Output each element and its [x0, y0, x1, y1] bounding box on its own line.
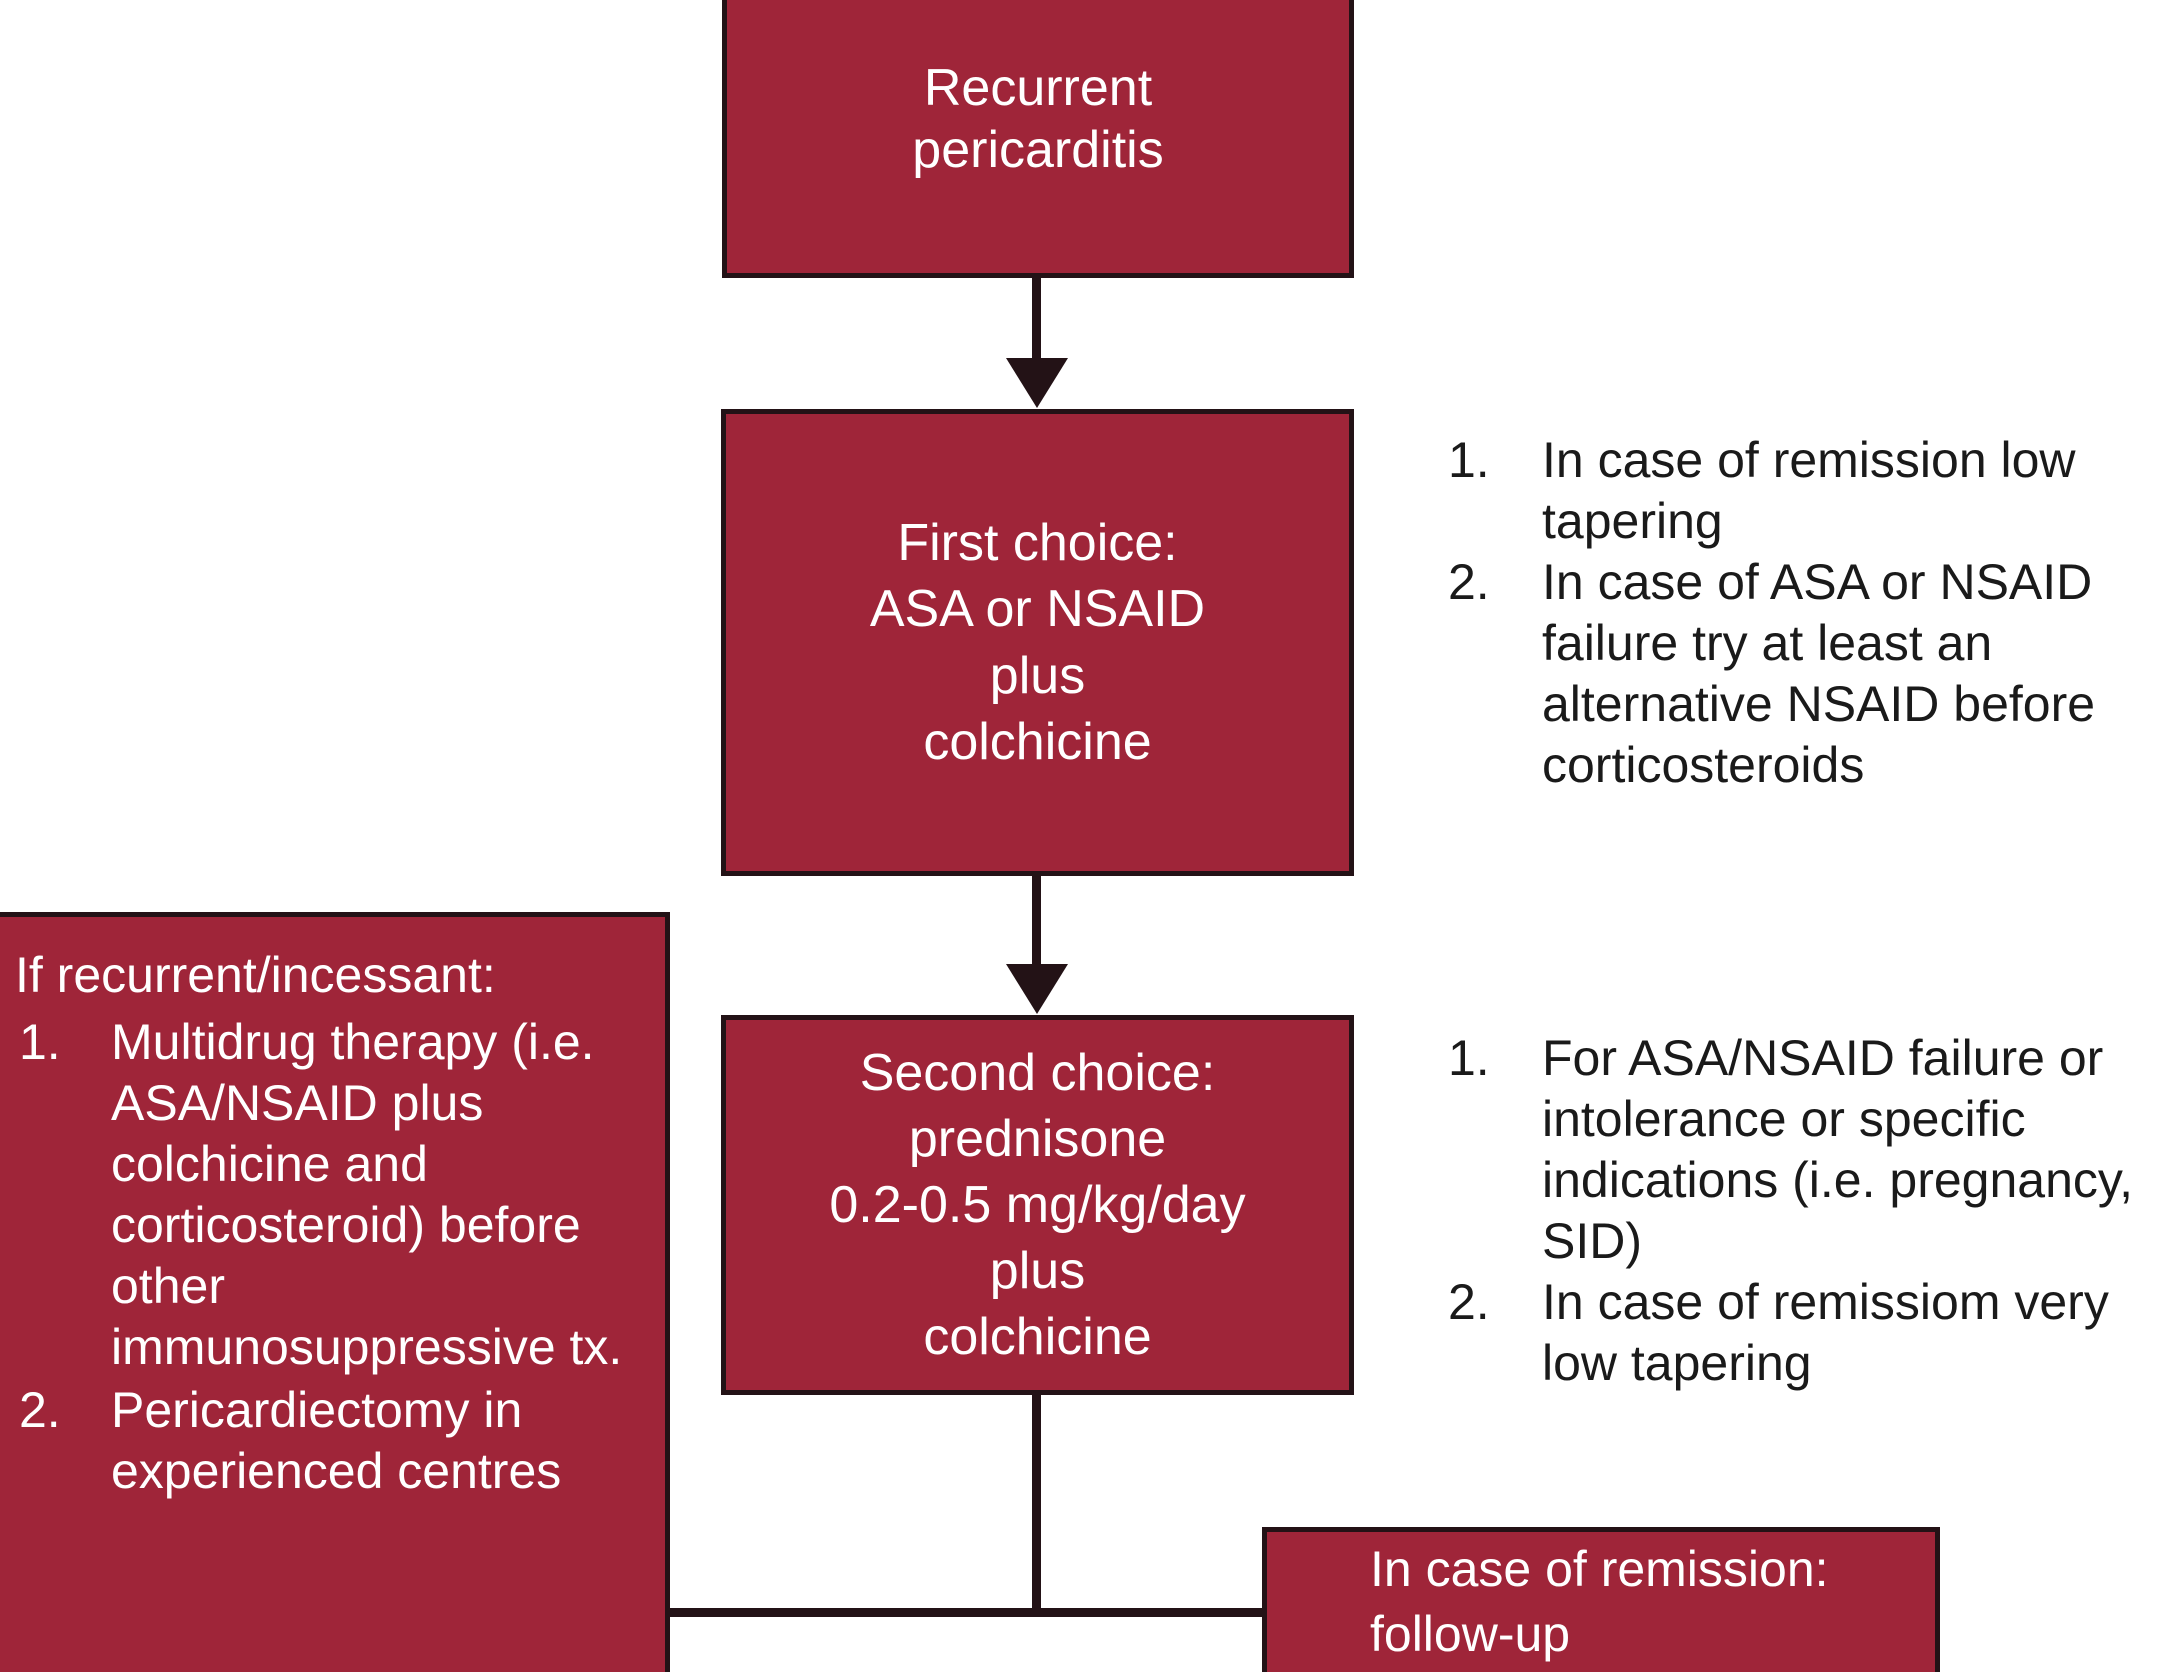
list-item: 1. For ASA/NSAID failure or intolerance …: [1442, 1028, 2177, 1272]
list-item-text: In case of ASA or NSAID failure try at l…: [1542, 554, 2096, 793]
connector-recurrent-to-first-choice: [1032, 276, 1041, 380]
arrowhead-down-icon-second-choice: [1006, 964, 1068, 1014]
annotation-first-choice-list: 1. In case of remission low tapering 2. …: [1442, 430, 2177, 796]
list-item: 1. Multidrug therapy (i.e. ASA/NSAID plu…: [15, 1012, 651, 1378]
annotation-second-choice-list: 1. For ASA/NSAID failure or intolerance …: [1442, 1028, 2177, 1394]
node-recurrent-line-2: pericarditis: [912, 121, 1164, 179]
node-second-choice-line-3: 0.2-0.5 mg/kg/day: [829, 1175, 1246, 1234]
node-first-choice-line-4: colchicine: [923, 712, 1152, 771]
list-item-number: 1.: [1448, 432, 1490, 488]
node-first-choice-line-2: ASA or NSAID: [869, 580, 1206, 639]
node-second-choice-line-2: prednisone: [908, 1109, 1167, 1168]
list-item: 2. Pericardiectomy in experienced centre…: [15, 1380, 651, 1502]
recurrent-incessant-list: 1. Multidrug therapy (i.e. ASA/NSAID plu…: [15, 1012, 651, 1504]
arrowhead-down-icon-first-choice: [1006, 358, 1068, 408]
node-second-choice-line-4: plus: [989, 1242, 1086, 1301]
connector-bottom-rail-to-followup: [664, 1608, 1268, 1617]
list-item-number: 2.: [19, 1382, 61, 1438]
list-item-text: In case of remissiom very low tapering: [1542, 1274, 2109, 1391]
connector-second-choice-to-bottom-rail: [1032, 1393, 1041, 1614]
node-first-choice-line-1: First choice:: [897, 514, 1178, 573]
list-item-number: 2.: [1448, 1274, 1490, 1330]
node-second-choice[interactable]: Second choice: prednisone 0.2-0.5 mg/kg/…: [721, 1015, 1354, 1395]
node-remission-followup-line-2: follow-up: [1370, 1606, 1571, 1662]
node-remission-followup-line-1: In case of remission:: [1370, 1541, 1829, 1597]
list-item: 2. In case of ASA or NSAID failure try a…: [1442, 552, 2177, 796]
list-item-text: Multidrug therapy (i.e. ASA/NSAID plus c…: [111, 1014, 623, 1375]
node-recurrent-line-1: Recurrent: [923, 58, 1153, 117]
recurrent-incessant-heading: If recurrent/incessant:: [15, 947, 496, 1003]
list-item-text: Pericardiectomy in experienced centres: [111, 1382, 562, 1499]
node-second-choice-line-5: colchicine: [923, 1308, 1152, 1367]
node-first-choice[interactable]: First choice: ASA or NSAID plus colchici…: [721, 409, 1354, 876]
list-item-number: 1.: [19, 1014, 61, 1070]
node-remission-followup[interactable]: In case of remission: follow-up: [1262, 1527, 1940, 1672]
annotation-second-choice-notes: 1. For ASA/NSAID failure or intolerance …: [1442, 1028, 2177, 1394]
list-item-number: 2.: [1448, 554, 1490, 610]
list-item: 1. In case of remission low tapering: [1442, 430, 2177, 552]
list-item-text: For ASA/NSAID failure or intolerance or …: [1542, 1030, 2134, 1269]
connector-first-choice-to-second-choice: [1032, 874, 1041, 986]
node-second-choice-line-1: Second choice:: [859, 1043, 1216, 1102]
list-item-number: 1.: [1448, 1030, 1490, 1086]
annotation-first-choice-notes: 1. In case of remission low tapering 2. …: [1442, 430, 2177, 796]
list-item-text: In case of remission low tapering: [1542, 432, 2076, 549]
list-item: 2. In case of remissiom very low taperin…: [1442, 1272, 2177, 1394]
node-recurrent-incessant[interactable]: If recurrent/incessant: 1. Multidrug the…: [0, 912, 670, 1672]
node-recurrent-pericarditis[interactable]: Recurrent pericarditis: [722, 0, 1354, 278]
node-first-choice-line-3: plus: [989, 646, 1086, 705]
